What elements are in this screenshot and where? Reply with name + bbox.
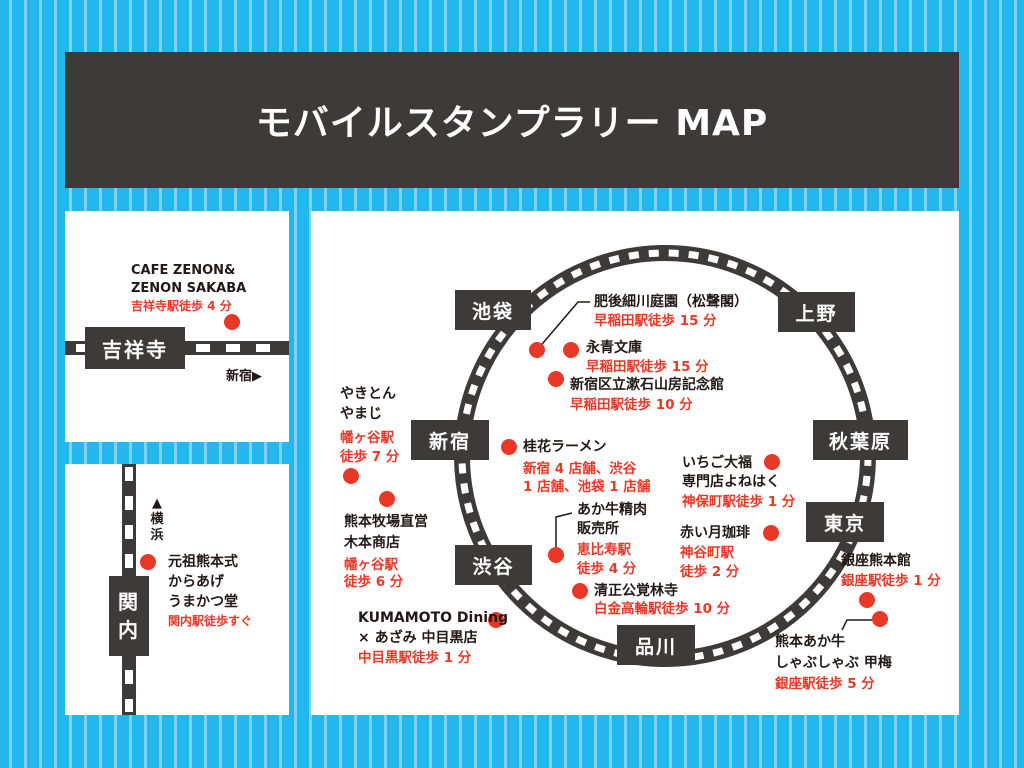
kannai-panel: 関内 ▲横浜 元祖熊本式 からあげ うまかつ堂 関内駅徒歩すぐ (65, 464, 289, 715)
spot-access: 幡ヶ谷駅 (344, 557, 398, 573)
spot-access: 早稲田駅徒歩 15 分 (594, 313, 717, 329)
spot-name: 桂花ラーメン (523, 439, 607, 455)
spot-name: 元祖熊本式 (168, 554, 238, 570)
spot-name: KUMAMOTO Dining (358, 610, 509, 626)
spot-name: あか牛精肉 (577, 502, 647, 518)
page-title: モバイルスタンプラリー MAP (65, 52, 959, 188)
station-ikebukuro: 池袋 (455, 290, 531, 330)
spot-access: 1 店舗、池袋 1 店舗 (523, 479, 651, 495)
station-label: 関 (118, 590, 140, 614)
spot-access: 銀座駅徒歩 5 分 (775, 676, 875, 692)
spot-access: 恵比寿駅 (577, 542, 631, 558)
spot-access: 白金高輪駅徒歩 10 分 (594, 601, 731, 617)
spot-name: 銀座熊本館 (841, 553, 911, 569)
spot-access: 中目黒駅徒歩 1 分 (358, 650, 472, 666)
spot-access: 徒歩 6 分 (344, 574, 404, 590)
kichijoji-panel: 吉祥寺 新宿▶ CAFE ZENON& ZENON SAKABA 吉祥寺駅徒歩 … (65, 211, 289, 442)
spot-access: 早稲田駅徒歩 10 分 (570, 397, 693, 413)
spot-access: 幡ヶ谷駅 (340, 430, 394, 446)
spot-access: 神保町駅徒歩 1 分 (682, 494, 796, 510)
spot-name: 清正公覚林寺 (594, 583, 678, 599)
station-label: 内 (118, 618, 140, 642)
direction-yokohama: ▲横浜 (150, 496, 164, 543)
spot-name: 専門店よねはく (682, 474, 780, 490)
spot-marker-akaitsuki[interactable] (763, 525, 779, 541)
spot-marker-koubai[interactable] (872, 611, 888, 627)
spot-name: × あざみ 中目黒店 (358, 630, 478, 646)
spot-access: 関内駅徒歩すぐ (168, 614, 253, 628)
station-shinjuku: 新宿 (411, 420, 489, 460)
spot-name: 肥後細川庭園（松聲閣） (594, 294, 748, 310)
spot-name: やまじ (340, 406, 382, 422)
spot-access: 銀座駅徒歩 1 分 (841, 573, 941, 589)
spot-name: 販売所 (577, 521, 619, 537)
spot-access: 早稲田駅徒歩 15 分 (586, 359, 709, 375)
station-kichijoji: 吉祥寺 (85, 327, 185, 369)
spot-name: 赤い月珈琲 (680, 525, 750, 541)
station-akihabara: 秋葉原 (813, 420, 908, 460)
spot-access: 徒歩 2 分 (680, 564, 740, 580)
spot-name: からあげ (168, 574, 224, 590)
spot-marker-eisei[interactable] (563, 342, 579, 358)
spot-marker-ginza-kumamotokan[interactable] (859, 592, 875, 608)
spot-name: 木本商店 (344, 535, 400, 551)
spot-access: 徒歩 7 分 (340, 449, 400, 465)
spot-name: いちご大福 (682, 455, 752, 471)
spot-name: 新宿区立漱石山房記念館 (570, 377, 724, 393)
spot-access: 徒歩 4 分 (577, 561, 637, 577)
spot-marker-ichigo[interactable] (764, 454, 780, 470)
direction-shinjuku: 新宿▶ (226, 369, 262, 384)
spot-marker-higo[interactable] (529, 342, 545, 358)
station-shinagawa: 品川 (617, 625, 695, 665)
spot-marker[interactable] (140, 554, 156, 570)
spot-access: 新宿 4 店舗、渋谷 (523, 461, 637, 477)
spot-name: しゃぶしゃぶ 甲梅 (775, 655, 892, 671)
spot-access: 神谷町駅 (680, 545, 734, 561)
spot-name: 熊本あか牛 (775, 634, 845, 650)
station-ueno: 上野 (778, 292, 855, 332)
spot-marker-kumamoto-dining[interactable] (488, 612, 504, 628)
spot-marker-yamaji[interactable] (343, 468, 359, 484)
station-shibuya: 渋谷 (455, 545, 532, 585)
spot-name: 永青文庫 (586, 340, 642, 356)
spot-marker-kimoto[interactable] (379, 491, 395, 507)
spot-marker[interactable] (224, 314, 240, 330)
spot-name: やきとん (340, 386, 396, 402)
spot-name: ZENON SAKABA (131, 281, 247, 296)
spot-marker-soseki[interactable] (548, 371, 564, 387)
up-arrow-icon: ▲ (152, 496, 162, 511)
spot-marker-kiyomasa[interactable] (572, 583, 588, 599)
spot-access: 吉祥寺駅徒歩 4 分 (131, 299, 232, 313)
spot-marker-keika[interactable] (501, 439, 517, 455)
spot-name: 熊本牧場直営 (344, 514, 428, 530)
station-kannai: 関内 (109, 576, 149, 656)
spot-name: CAFE ZENON& (131, 263, 236, 278)
station-tokyo: 東京 (806, 502, 884, 542)
spot-marker-akaushi-seiniku[interactable] (548, 547, 564, 563)
spot-name: うまかつ堂 (168, 594, 238, 610)
